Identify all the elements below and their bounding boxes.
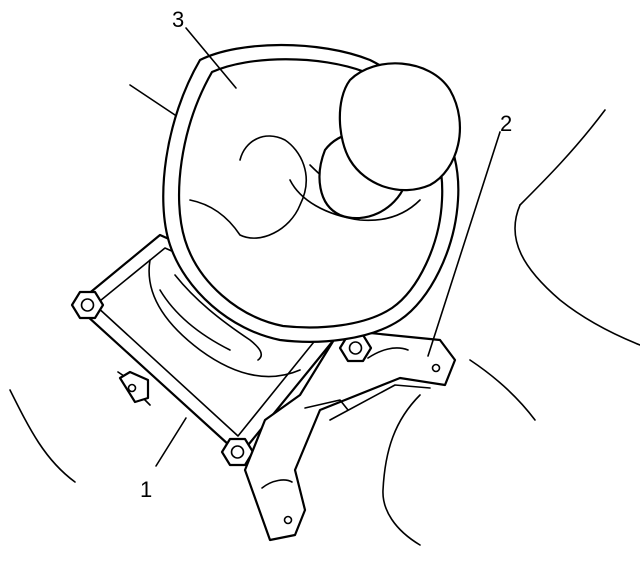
bracket-hole-right bbox=[431, 363, 441, 373]
bolt-top-left bbox=[70, 290, 105, 320]
callout-1: 1 bbox=[140, 477, 152, 502]
knob-head bbox=[338, 62, 461, 192]
hex-nut-top-left bbox=[70, 290, 105, 320]
fold-2 bbox=[159, 289, 231, 351]
leader-3 bbox=[185, 27, 237, 89]
bracket bbox=[243, 328, 457, 542]
plate-tab bbox=[118, 370, 150, 404]
bracket-clip bbox=[304, 399, 349, 411]
callout-2: 2 bbox=[500, 111, 512, 136]
boot-fold-center bbox=[289, 179, 421, 222]
fold-3 bbox=[174, 274, 262, 361]
callout-3: 3 bbox=[172, 7, 184, 32]
leader-lines bbox=[155, 27, 501, 467]
fold-1 bbox=[148, 259, 301, 378]
leader-1 bbox=[155, 417, 187, 467]
leader-2 bbox=[427, 131, 501, 357]
bracket-slot-lower bbox=[261, 479, 293, 489]
bolt-bracket-center bbox=[348, 341, 363, 355]
boot-base-folds bbox=[148, 259, 301, 378]
left-panel-edge bbox=[9, 389, 76, 483]
bracket-slot-upper bbox=[367, 347, 409, 359]
background-lines bbox=[9, 84, 640, 546]
bracket-hole-bottom bbox=[283, 515, 293, 525]
right-lower-curve bbox=[382, 394, 421, 546]
bolt-top-left-center bbox=[80, 298, 95, 312]
bracket-inner-edge bbox=[329, 384, 431, 421]
shift-knob bbox=[318, 62, 461, 220]
bracket-outline bbox=[243, 328, 457, 542]
bolt-bottom-center bbox=[230, 445, 245, 459]
right-curve bbox=[514, 204, 640, 346]
plate-tab-hole bbox=[127, 383, 137, 393]
right-upper-edge bbox=[519, 109, 606, 206]
boot-fold-left bbox=[189, 135, 307, 239]
right-mid-line bbox=[469, 359, 536, 421]
